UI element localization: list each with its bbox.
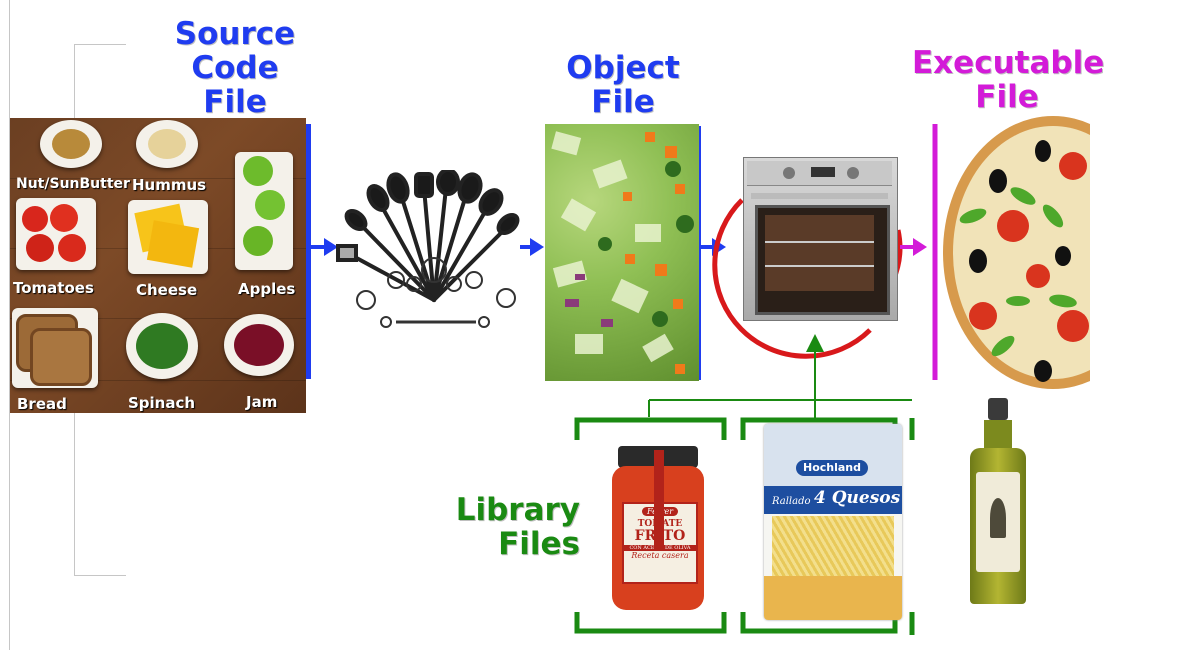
bread-plate: [12, 308, 98, 388]
nut-butter-label: Nut/SunButter: [16, 176, 130, 192]
title-line: File: [975, 79, 1039, 115]
title-line: Files: [498, 526, 580, 562]
arrow-compiler-to-object: [520, 238, 544, 256]
hummus-bowl: [136, 120, 198, 168]
cheese-line1: Rallado: [772, 496, 811, 507]
spinach-bowl: [126, 313, 198, 379]
title-line: Source: [174, 16, 296, 52]
nut-butter-bowl: [40, 120, 102, 168]
jam-bowl: [224, 314, 294, 376]
hummus-label: Hummus: [132, 176, 207, 194]
title-line: Code: [191, 50, 279, 86]
arrow-linker-to-executable: [900, 238, 927, 256]
title-line: File: [203, 84, 267, 120]
title-line: File: [591, 84, 655, 120]
olive-oil-bottle: [970, 398, 1026, 604]
title-line: Executable: [912, 45, 1105, 81]
linker-ring: [712, 198, 872, 359]
library-files-title: Library Files: [430, 493, 580, 561]
spinach-label: Spinach: [128, 394, 196, 412]
tomatoes-label: Tomatoes: [13, 279, 94, 297]
arrow-libraries-to-linker: [648, 334, 912, 418]
title-line: Library: [455, 492, 580, 528]
cheese-brand: Hochland: [796, 460, 868, 476]
grated-cheese-bag: Hochland Rallado 4 Quesos: [764, 424, 902, 620]
apples-plate: [235, 152, 293, 270]
executable-file-title: Executable File: [912, 45, 1105, 115]
apples-label: Apples: [238, 280, 296, 298]
source-ingredients-photo: Nut/SunButter Hummus Tomatoes Cheese App…: [10, 118, 306, 413]
jar-line4: Receta casera: [631, 551, 689, 560]
chopped-salad-image: [545, 124, 699, 381]
cheese-label: Cheese: [136, 281, 198, 299]
object-file-title: Object File: [548, 51, 698, 119]
tomato-sauce-jar: Ferrer TOMATE FRITO CON ACEITE DE OLIVA …: [612, 446, 704, 612]
left-bracket-bottom: [74, 575, 126, 576]
left-bracket-top: [74, 44, 126, 45]
jam-label: Jam: [246, 393, 278, 411]
bread-label: Bread: [17, 395, 67, 413]
title-line: Object: [566, 50, 680, 86]
cheese-plate: [128, 200, 208, 274]
arrow-source-to-compiler: [311, 238, 338, 256]
pizza-image: [943, 116, 1090, 389]
source-bracket: [306, 124, 311, 379]
cheese-line2: 4 Quesos: [814, 488, 901, 508]
tomatoes-plate: [16, 198, 96, 270]
source-code-file-title: Source Code File: [150, 17, 320, 119]
kitchen-utensils-image: [336, 170, 520, 328]
page-left-edge: [9, 0, 10, 650]
oven-image: [743, 157, 898, 321]
